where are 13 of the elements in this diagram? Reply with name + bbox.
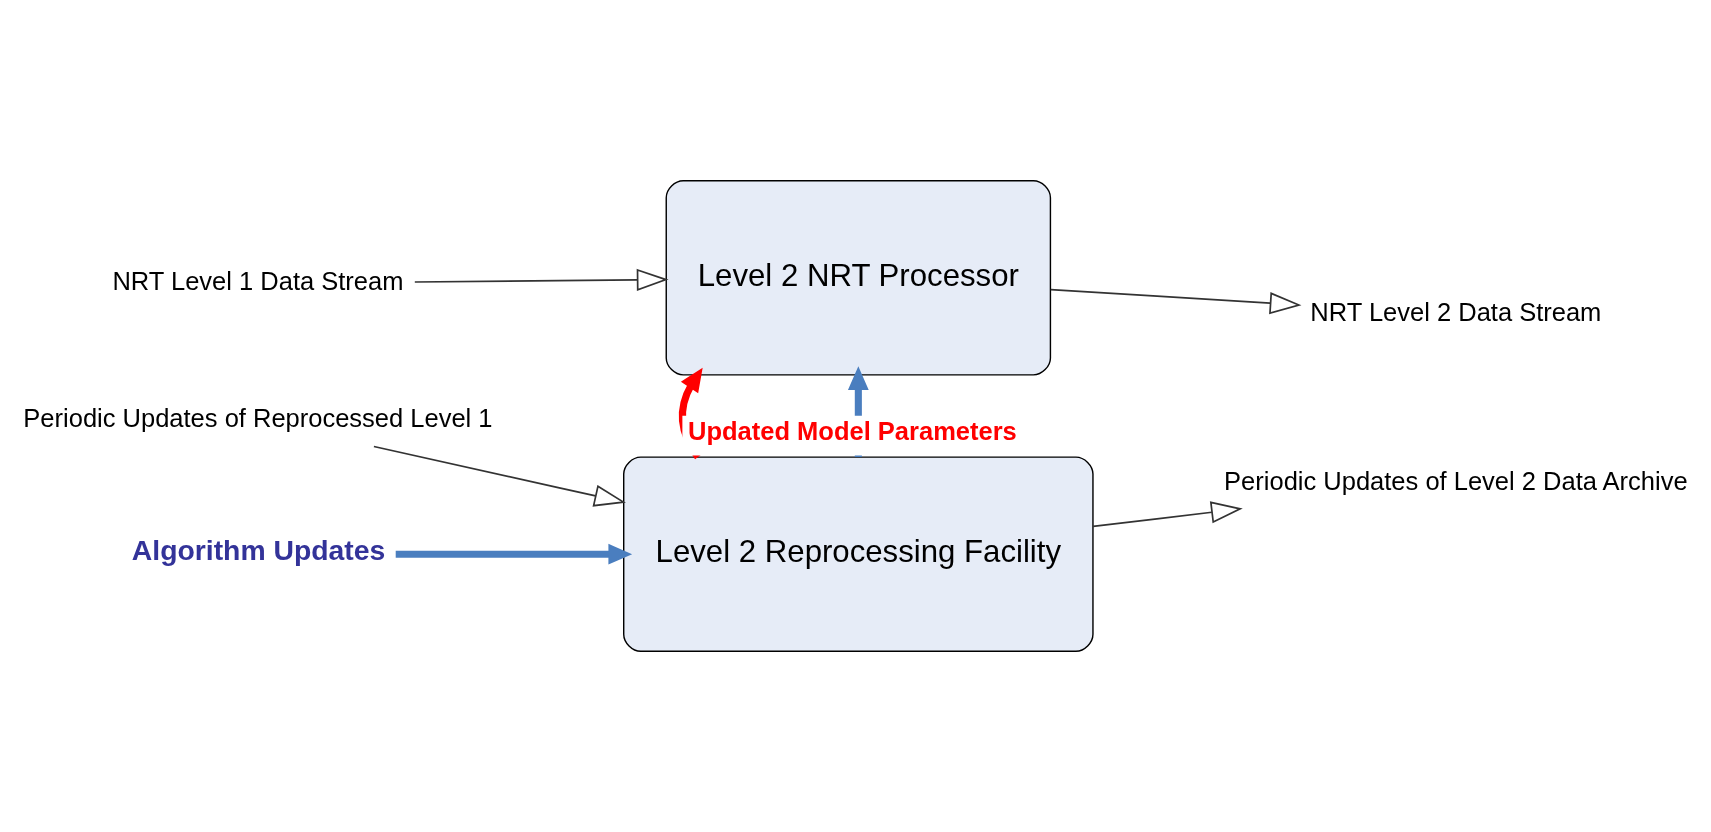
node-box: Level 2 Reprocessing Facility <box>623 456 1094 653</box>
edge-label: Updated Model Parameters <box>688 417 1017 446</box>
node-text: Algorithm Updates <box>131 533 386 566</box>
node-text: Periodic Updates of Reprocessed Level 1 <box>23 404 493 433</box>
node-box: Level 2 NRT Processor <box>665 179 1052 376</box>
arrow <box>373 445 626 507</box>
node-text: NRT Level 2 Data Stream <box>1310 297 1602 326</box>
arrow <box>413 268 669 291</box>
arrow <box>1049 288 1302 315</box>
node-text: Periodic Updates of Level 2 Data Archive <box>1224 466 1688 495</box>
arrow <box>1092 501 1243 528</box>
arrow <box>395 543 633 565</box>
node-text: NRT Level 1 Data Stream <box>112 266 404 295</box>
